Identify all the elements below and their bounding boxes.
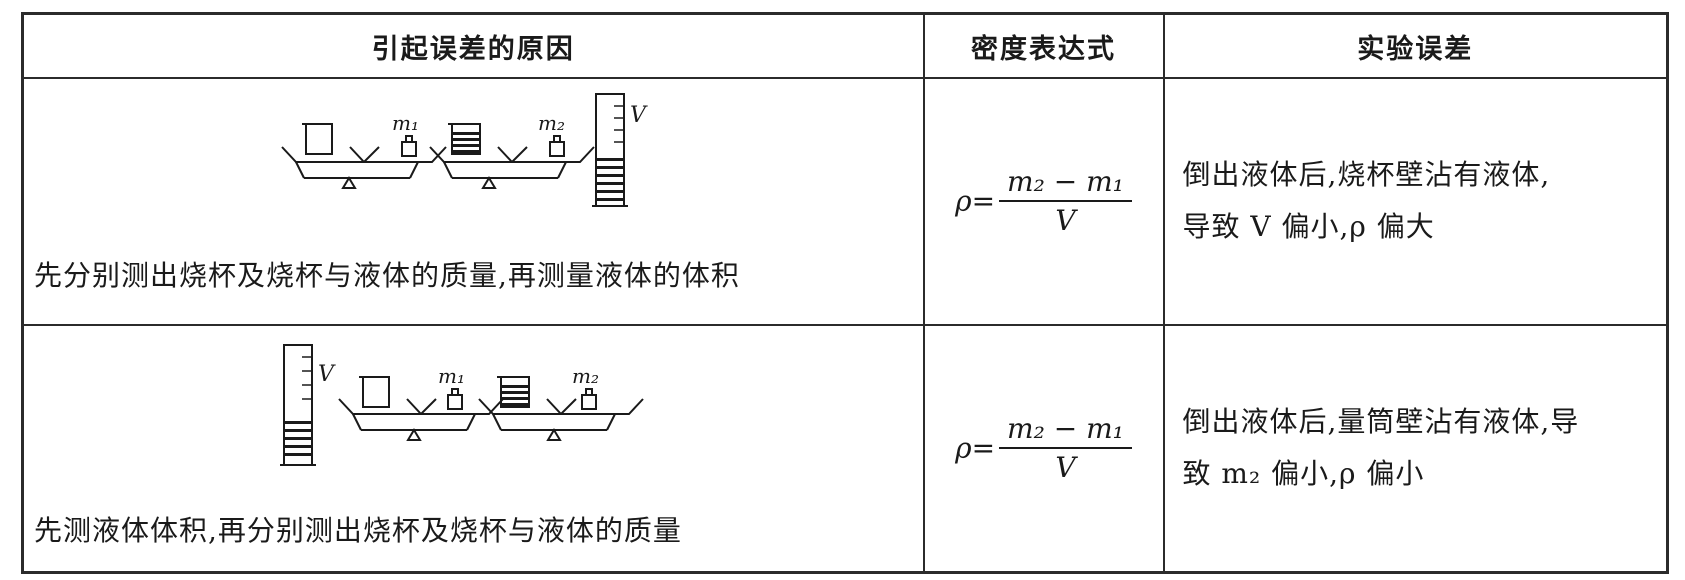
formula-fraction: m₂ − m₁ V: [999, 412, 1132, 484]
error-cell: 倒出液体后,烧杯壁沾有液体, 导致 V 偏小,ρ 偏大: [1162, 77, 1669, 326]
formula-numerator: m₂ − m₁: [999, 412, 1132, 450]
error-line: 倒出液体后,烧杯壁沾有液体,: [1182, 158, 1551, 192]
header-row: 引起误差的原因 密度表达式 实验误差: [21, 12, 1669, 79]
table-row: V m₁ m₂ 先测液体体积,再分别测出烧杯及烧杯与液体的质量 ρ= m₂ − …: [21, 323, 1669, 574]
formula-cell: ρ= m₂ − m₁ V: [922, 77, 1165, 326]
error-line: 致 m₂ 偏小,ρ 偏小: [1182, 457, 1425, 491]
cause-text: 先测液体体积,再分别测出烧杯及烧杯与液体的质量: [34, 513, 682, 547]
label-m2: m₂: [538, 111, 565, 135]
label-v: V: [318, 362, 336, 387]
label-m1: m₁: [438, 364, 465, 388]
formula-denominator: V: [1055, 451, 1076, 485]
balance-and-cylinder-figure: m₁ m₂ V: [281, 92, 648, 207]
cylinder-and-balance-figure: V m₁ m₂: [280, 343, 644, 466]
header-cause: 引起误差的原因: [21, 12, 925, 79]
table-row: m₁ m₂ V 先分别测出烧杯及烧杯与液体的质量,再测量液体的体积 ρ= m₂ …: [21, 77, 1669, 326]
cause-cell: m₁ m₂ V 先分别测出烧杯及烧杯与液体的质量,再测量液体的体积: [21, 77, 925, 326]
formula-rho: ρ=: [955, 431, 996, 465]
label-m2: m₂: [572, 364, 599, 388]
cause-text: 先分别测出烧杯及烧杯与液体的质量,再测量液体的体积: [34, 258, 740, 292]
error-analysis-table: 引起误差的原因 密度表达式 实验误差: [21, 12, 1669, 574]
label-v: V: [630, 103, 648, 128]
formula-denominator: V: [1055, 204, 1076, 238]
label-m1: m₁: [392, 111, 419, 135]
error-line: 倒出液体后,量筒壁沾有液体,导: [1182, 405, 1580, 439]
formula-fraction: m₂ − m₁ V: [999, 165, 1132, 237]
error-cell: 倒出液体后,量筒壁沾有液体,导 致 m₂ 偏小,ρ 偏小: [1162, 323, 1669, 574]
header-formula: 密度表达式: [922, 12, 1165, 79]
cause-cell: V m₁ m₂ 先测液体体积,再分别测出烧杯及烧杯与液体的质量: [21, 323, 925, 574]
error-line: 导致 V 偏小,ρ 偏大: [1182, 210, 1435, 244]
formula-numerator: m₂ − m₁: [999, 165, 1132, 203]
formula-cell: ρ= m₂ − m₁ V: [922, 323, 1165, 574]
formula-rho: ρ=: [955, 184, 996, 218]
header-error: 实验误差: [1162, 12, 1669, 79]
